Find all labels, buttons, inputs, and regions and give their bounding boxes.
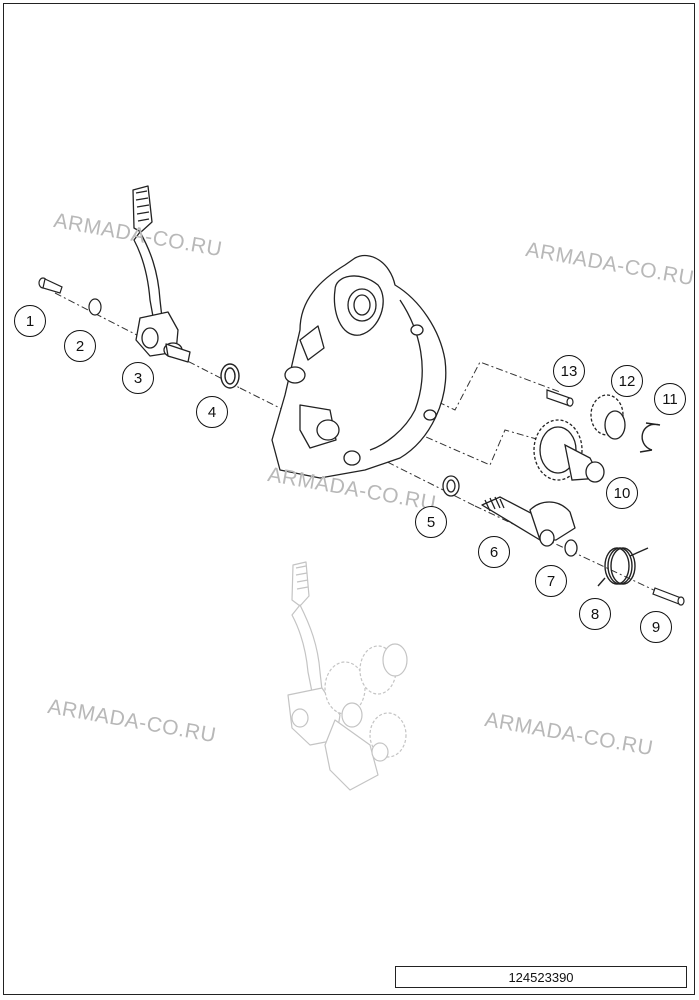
kick-spring <box>597 547 649 587</box>
callout-10: 10 <box>606 477 638 509</box>
drawing-frame <box>3 3 695 995</box>
shaft-washer <box>564 539 578 557</box>
callout-6: 6 <box>478 536 510 568</box>
assembled-overview <box>287 561 408 791</box>
callout-5: 5 <box>415 506 447 538</box>
spring-pin <box>652 587 685 606</box>
intermediate-gear <box>533 419 605 483</box>
callout-9: 9 <box>640 611 672 643</box>
callout-4: 4 <box>196 396 228 428</box>
callout-3: 3 <box>122 362 154 394</box>
bevel-gear <box>590 394 626 440</box>
callout-13: 13 <box>553 355 585 387</box>
sleeve <box>546 389 574 407</box>
callout-1: 1 <box>14 305 46 337</box>
callout-7: 7 <box>535 565 567 597</box>
seal-ring <box>220 363 240 389</box>
callout-12: 12 <box>611 365 643 397</box>
callout-11: 11 <box>654 383 686 415</box>
circlip <box>639 422 661 453</box>
bolt <box>38 277 63 294</box>
callout-8: 8 <box>579 598 611 630</box>
kick-shaft <box>481 496 576 547</box>
kick-lever <box>132 185 191 363</box>
washer <box>88 298 102 316</box>
drawing-number: 124523390 <box>395 966 687 988</box>
clutch-cover <box>271 254 447 479</box>
thrust-washer <box>442 475 460 497</box>
callout-2: 2 <box>64 330 96 362</box>
